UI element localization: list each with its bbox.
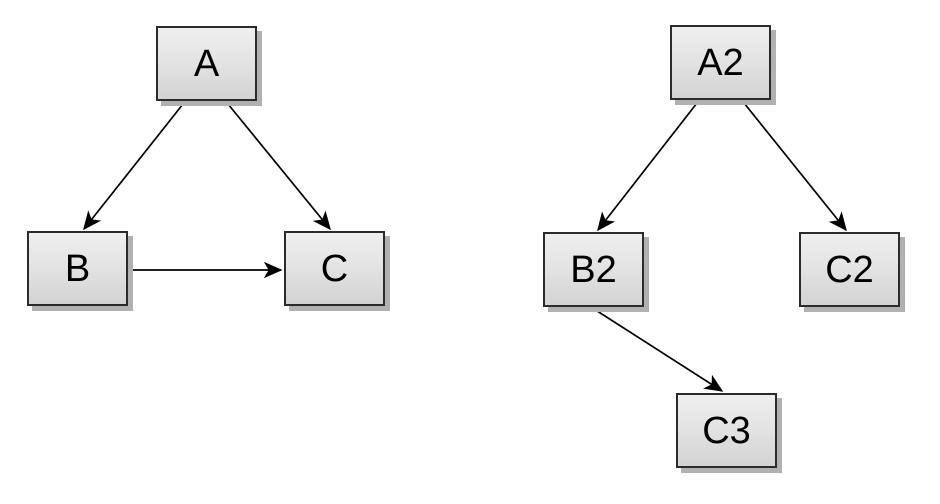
edge-A-to-B[interactable] [83, 103, 184, 231]
node-C2[interactable]: C2 [799, 232, 900, 307]
node-B2-label: B2 [570, 248, 617, 291]
node-C2-label: C2 [825, 248, 874, 291]
edge-A-to-C[interactable] [227, 103, 331, 231]
node-A2-label: A2 [697, 41, 744, 84]
node-B[interactable]: B [27, 231, 128, 306]
edge-B2-to-C3[interactable] [593, 308, 724, 392]
node-A-label: A [193, 42, 220, 85]
node-C[interactable]: C [284, 231, 385, 306]
edge-A2-to-B2[interactable] [597, 102, 698, 232]
node-C3[interactable]: C3 [676, 393, 777, 468]
node-B-label: B [64, 247, 91, 290]
node-B2[interactable]: B2 [543, 232, 644, 307]
node-A[interactable]: A [156, 26, 257, 101]
node-C3-label: C3 [702, 409, 751, 452]
node-A2[interactable]: A2 [670, 25, 771, 100]
node-C-label: C [320, 247, 349, 290]
edge-A2-to-C2[interactable] [743, 102, 847, 232]
